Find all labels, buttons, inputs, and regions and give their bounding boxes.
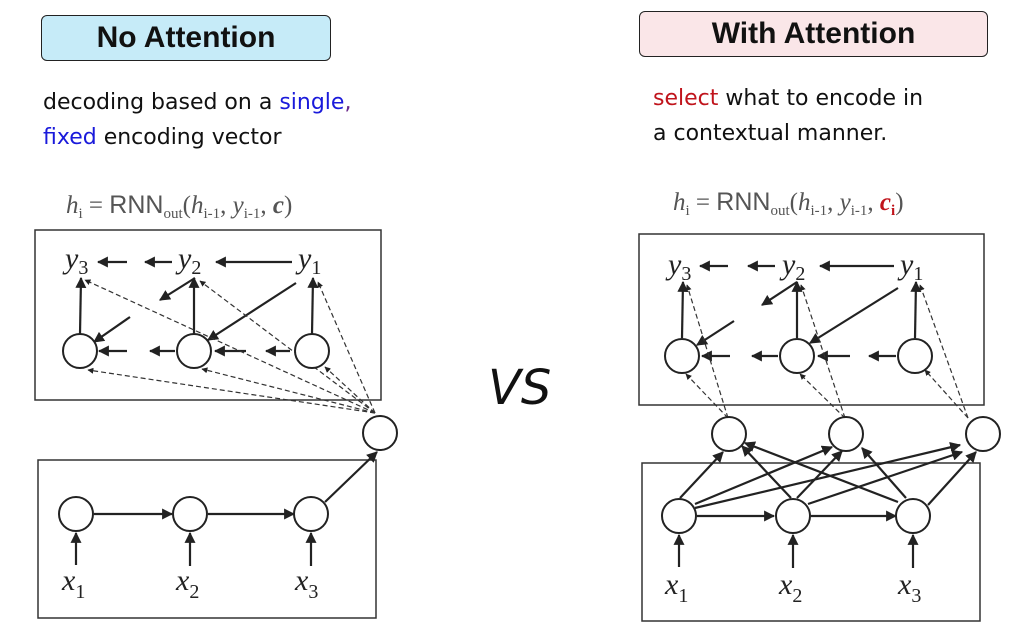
encoder-node xyxy=(172,496,208,532)
left-decoder-nodes xyxy=(62,333,330,369)
left-output-labels: y3 y2 y1 xyxy=(62,242,321,279)
label-y1: y1 xyxy=(295,242,321,279)
right-encoder-nodes xyxy=(661,498,931,534)
f-fn-sub: out xyxy=(163,206,183,222)
decoder-node xyxy=(897,338,933,374)
left-input-labels: x1 x2 x3 xyxy=(61,564,318,603)
right-input-labels: x1 x2 x3 xyxy=(664,568,921,607)
desc-text: encoding vector xyxy=(96,125,282,150)
arrow xyxy=(207,282,297,341)
f-sep: , xyxy=(827,189,840,216)
f-arg1: h xyxy=(797,189,811,216)
encoder-node xyxy=(895,498,931,534)
comma: , xyxy=(344,90,352,115)
encoder-node xyxy=(58,496,94,532)
context-vector-node xyxy=(362,415,398,451)
context-node xyxy=(711,416,747,452)
label-x2: x2 xyxy=(778,568,802,607)
decoder-node xyxy=(779,338,815,374)
arrow xyxy=(307,276,319,335)
right-decoder-nodes xyxy=(664,338,933,374)
left-encoder-box xyxy=(37,459,377,619)
label-y3: y3 xyxy=(665,248,691,285)
encoder-node xyxy=(661,498,697,534)
label-x2: x2 xyxy=(175,564,199,603)
label-x3: x3 xyxy=(897,568,921,607)
highlight-fixed: fixed xyxy=(43,125,97,150)
with-attention-formula: hi = RNNout(hi-1, yi-1, ci) xyxy=(673,188,904,220)
right-decoder-box xyxy=(638,233,985,406)
no-attention-description: decoding based on a single, fixed encodi… xyxy=(43,85,351,155)
no-attention-formula: hi = RNNout(hi-1, yi-1, c) xyxy=(66,191,292,223)
with-attention-title: With Attention xyxy=(639,11,988,57)
f-arg1: h xyxy=(190,192,204,219)
f-lhs-sub: i xyxy=(78,206,83,222)
label-x1: x1 xyxy=(61,564,85,603)
f-arg2: y xyxy=(839,189,851,216)
f-fn: RNN xyxy=(109,191,164,219)
label-y3: y3 xyxy=(62,242,88,279)
arrow xyxy=(159,277,196,301)
desc-text: decoding based on a xyxy=(43,90,280,115)
f-lhs: h xyxy=(66,192,79,219)
with-attention-description: select what to encode in a contextual ma… xyxy=(653,81,923,151)
no-attention-title: No Attention xyxy=(41,15,331,61)
arrow xyxy=(93,316,131,343)
highlight-select: select xyxy=(653,86,719,111)
f-context-sub: i xyxy=(891,203,896,219)
encoder-node xyxy=(293,496,329,532)
desc-text: a contextual manner. xyxy=(653,121,888,146)
right-encoder-arrows xyxy=(673,510,919,568)
f-arg1-sub: i-1 xyxy=(810,203,828,219)
context-node xyxy=(965,416,1001,452)
f-close: ) xyxy=(284,192,293,219)
label-y1: y1 xyxy=(897,248,923,285)
right-context-nodes xyxy=(711,416,1001,452)
f-fn: RNN xyxy=(716,188,771,216)
right-encoder-box xyxy=(641,462,981,622)
right-attention-arrows xyxy=(679,441,977,510)
decoder-node xyxy=(294,333,330,369)
f-arg2: y xyxy=(232,192,244,219)
left-decoder-box xyxy=(34,229,382,401)
highlight-single: single xyxy=(279,90,345,115)
left-context-dashed-lines xyxy=(84,279,376,414)
vs-label: VS xyxy=(488,360,552,416)
right-output-labels: y3 y2 y1 xyxy=(665,248,923,285)
f-context-vector: c xyxy=(272,192,285,219)
right-decoder-arrows xyxy=(677,260,922,362)
decoder-node xyxy=(176,333,212,369)
decoder-node xyxy=(664,338,700,374)
f-sep: , xyxy=(220,192,233,219)
right-context-dashed-lines xyxy=(685,284,969,419)
left-decoder-arrows xyxy=(75,256,319,357)
decoder-node xyxy=(62,333,98,369)
context-node xyxy=(828,416,864,452)
arrow xyxy=(75,276,87,335)
label-x1: x1 xyxy=(664,568,688,607)
f-arg1-sub: i-1 xyxy=(203,206,221,222)
label-y2: y2 xyxy=(779,248,805,285)
f-arg2-sub: i-1 xyxy=(850,203,868,219)
f-open: ( xyxy=(789,189,798,216)
f-open: ( xyxy=(182,192,191,219)
desc-text: what to encode in xyxy=(718,86,924,111)
f-sep: , xyxy=(260,192,273,219)
f-eq: = xyxy=(689,189,717,216)
f-close: ) xyxy=(895,189,904,216)
f-sep: , xyxy=(867,189,880,216)
label-x3: x3 xyxy=(294,564,318,603)
f-arg2-sub: i-1 xyxy=(243,206,261,222)
left-encoder-arrows xyxy=(70,451,378,566)
f-context-vector: c xyxy=(879,189,892,216)
label-y2: y2 xyxy=(175,242,201,279)
f-lhs-sub: i xyxy=(685,203,690,219)
left-encoder-nodes xyxy=(58,496,329,532)
f-eq: = xyxy=(82,192,110,219)
f-lhs: h xyxy=(673,189,686,216)
f-fn-sub: out xyxy=(770,203,790,219)
encoder-node xyxy=(775,498,811,534)
